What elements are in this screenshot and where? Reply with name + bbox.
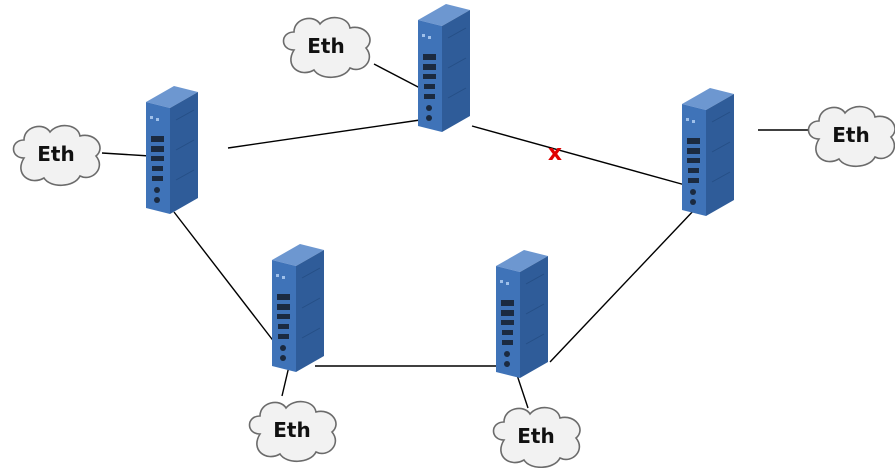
ethernet-cloud-4: Eth [248,400,337,463]
switch-5 [495,249,549,379]
link-switch3-switch5 [549,207,697,363]
switch-3 [681,87,735,217]
cloud-links [101,63,808,409]
link-switch1-switch2 [227,119,421,149]
link-switch4-switch1 [173,211,286,357]
ring-links [173,119,697,367]
switch-2 [417,3,471,133]
ethernet-cloud-2: Eth [282,16,371,79]
switch-4 [271,243,325,373]
link-switch2-switch3 [471,125,697,189]
cloud-label: Eth [832,123,869,147]
ethernet-cloud-1: Eth [12,124,101,187]
link-cloud5-switch5 [515,371,529,409]
cloud-label: Eth [273,418,310,442]
cloud-label: Eth [307,34,344,58]
cloud-label: Eth [517,424,554,448]
ethernet-cloud-3: Eth [807,105,895,168]
cloud-label: Eth [37,142,74,166]
ethernet-cloud-5: Eth [492,406,581,468]
link-cloud2-switch2 [373,63,421,89]
link-break-marker: x [548,141,562,166]
switch-1 [145,85,199,215]
link-cloud1-switch1 [101,152,151,157]
